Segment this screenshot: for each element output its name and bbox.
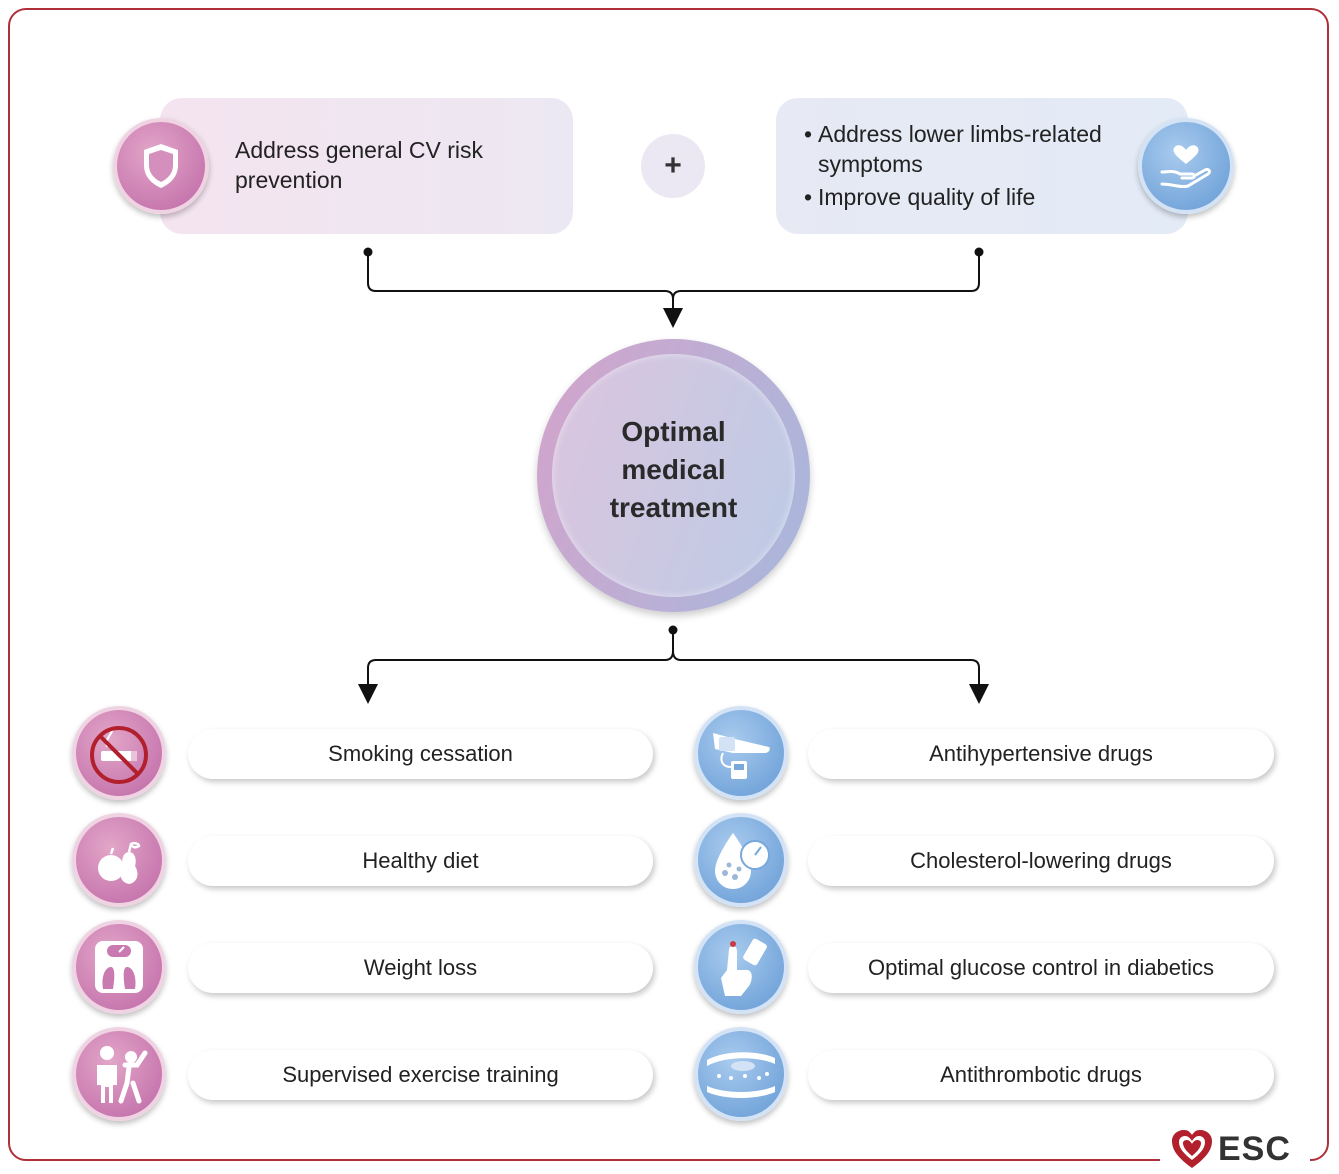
smoking-cessation-pill: Smoking cessation (188, 729, 653, 779)
connector-top-right (672, 252, 980, 300)
scale-icon (72, 920, 166, 1014)
bullet-text: Address lower limbs-related symptoms (818, 121, 1102, 177)
cholesterol-lowering-pill: Cholesterol-lowering drugs (808, 836, 1274, 886)
diagram-frame (8, 8, 1329, 1161)
heart-in-hand-icon (1138, 118, 1234, 214)
weight-loss-pill: Weight loss (188, 943, 653, 993)
connector-bottom-right (672, 650, 989, 704)
symptoms-list: •Address lower limbs-related symptoms •I… (804, 119, 1154, 212)
antithrombotic-pill: Antithrombotic drugs (808, 1050, 1274, 1100)
cv-risk-box: Address general CV risk prevention (160, 98, 573, 234)
center-title: Optimal medical treatment (609, 416, 738, 523)
glucose-control-pill: Optimal glucose control in diabetics (808, 943, 1274, 993)
cholesterol-drop-icon (694, 813, 788, 907)
shield-icon (113, 118, 209, 214)
center-inner-ring (552, 354, 795, 597)
plus-sign: + (641, 134, 705, 198)
cv-risk-text: Address general CV risk prevention (235, 137, 483, 193)
symptoms-bullet: •Address lower limbs-related symptoms (804, 119, 1154, 179)
connector-bottom-left (358, 630, 674, 704)
symptoms-bullet: •Improve quality of life (804, 184, 1036, 210)
esc-heart-icon (1172, 1130, 1212, 1168)
antihypertensive-pill: Antihypertensive drugs (808, 729, 1274, 779)
healthy-diet-pill: Healthy diet (188, 836, 653, 886)
esc-logo: ESC (1170, 1128, 1291, 1170)
esc-logo-text: ESC (1218, 1129, 1291, 1168)
blood-pressure-cuff-icon (694, 706, 788, 800)
bullet-text: Improve quality of life (818, 184, 1036, 210)
exercise-coach-icon (72, 1027, 166, 1121)
blood-vessel-icon (694, 1027, 788, 1121)
optimal-treatment-circle: Optimal medical treatment (537, 339, 810, 612)
fruit-icon (72, 813, 166, 907)
supervised-exercise-pill: Supervised exercise training (188, 1050, 653, 1100)
glucose-meter-icon (694, 920, 788, 1014)
no-smoking-icon (72, 706, 166, 800)
connector-top-left (367, 252, 683, 328)
symptoms-box: •Address lower limbs-related symptoms •I… (776, 98, 1188, 234)
